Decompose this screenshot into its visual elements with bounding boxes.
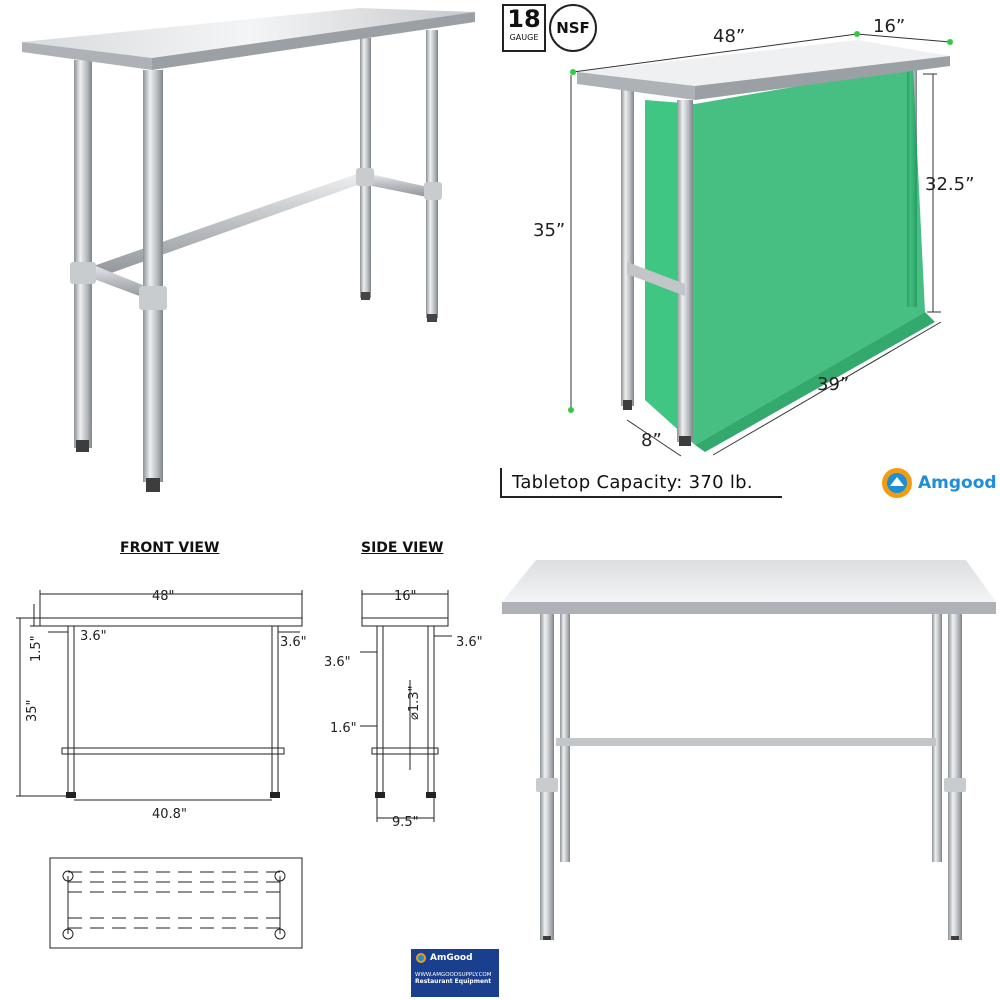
dim-width-label: 48” — [713, 26, 745, 47]
front-height-label: 35" — [25, 699, 40, 722]
gauge-number: 18 — [507, 5, 541, 33]
dimension-perspective-view: 48” 16” 35” 32.5” 39” 8” — [495, 0, 1000, 505]
front-top-thickness-label: 1.5" — [29, 635, 44, 662]
front-overhang-right-label: 3.6" — [280, 635, 307, 650]
dim-inner-width-label: 39” — [817, 374, 849, 395]
dim-height-label: 35” — [533, 220, 565, 241]
gauge-badge: 18 GAUGE — [502, 4, 546, 52]
brand-logo: Amgood — [880, 465, 997, 501]
tabletop-capacity: Tabletop Capacity: 370 lb. — [500, 468, 782, 498]
side-leg-diameter-label: ⌀1.3" — [407, 686, 422, 720]
dim-depth-label: 16” — [873, 16, 905, 37]
usable-space-back — [695, 66, 925, 445]
footer-brand-name: AmGood — [430, 953, 473, 963]
nsf-badge: NSF — [549, 4, 597, 52]
dim-inner-depth-label: 8” — [641, 430, 662, 451]
table-perspective-view — [0, 0, 490, 505]
nsf-label: NSF — [556, 19, 590, 37]
side-overhang-left-label: 3.6" — [324, 655, 351, 670]
technical-drawings: 48" 3.6" 3.6" 1.5" 35" 40.8" 16" 3.6" 3.… — [0, 560, 500, 1000]
table-front-photo — [500, 540, 1000, 940]
front-view-title: FRONT VIEW — [120, 540, 220, 556]
side-view-title: SIDE VIEW — [361, 540, 444, 556]
side-foot-height-label: 1.6" — [330, 721, 357, 736]
side-depth-label: 16" — [394, 589, 417, 604]
footer-brand-logo: AmGood WWW.AMGOODSUPPLY.COM Restaurant E… — [411, 949, 499, 997]
table-perspective-illustration — [22, 8, 475, 492]
dim-shelf-height-label: 32.5” — [925, 174, 974, 195]
side-overhang-right-label: 3.6" — [456, 635, 483, 650]
footer-tagline: Restaurant Equipment — [415, 978, 492, 985]
gauge-label: GAUGE — [509, 33, 539, 42]
front-width-label: 48" — [152, 589, 175, 604]
side-leg-span-label: 9.5" — [392, 815, 419, 830]
footer-url: WWW.AMGOODSUPPLY.COM — [415, 972, 492, 978]
amgood-logo-icon — [882, 468, 912, 498]
front-overhang-left-label: 3.6" — [80, 629, 107, 644]
front-leg-span-label: 40.8" — [152, 807, 187, 822]
brand-name: Amgood — [918, 473, 997, 493]
table-front-illustration — [502, 560, 996, 940]
dimension-illustration: 48” 16” 35” 32.5” 39” 8” — [533, 16, 974, 457]
footer-logo-icon — [416, 953, 426, 963]
front-side-top-drawings: 48" 3.6" 3.6" 1.5" 35" 40.8" 16" 3.6" 3.… — [16, 589, 483, 949]
